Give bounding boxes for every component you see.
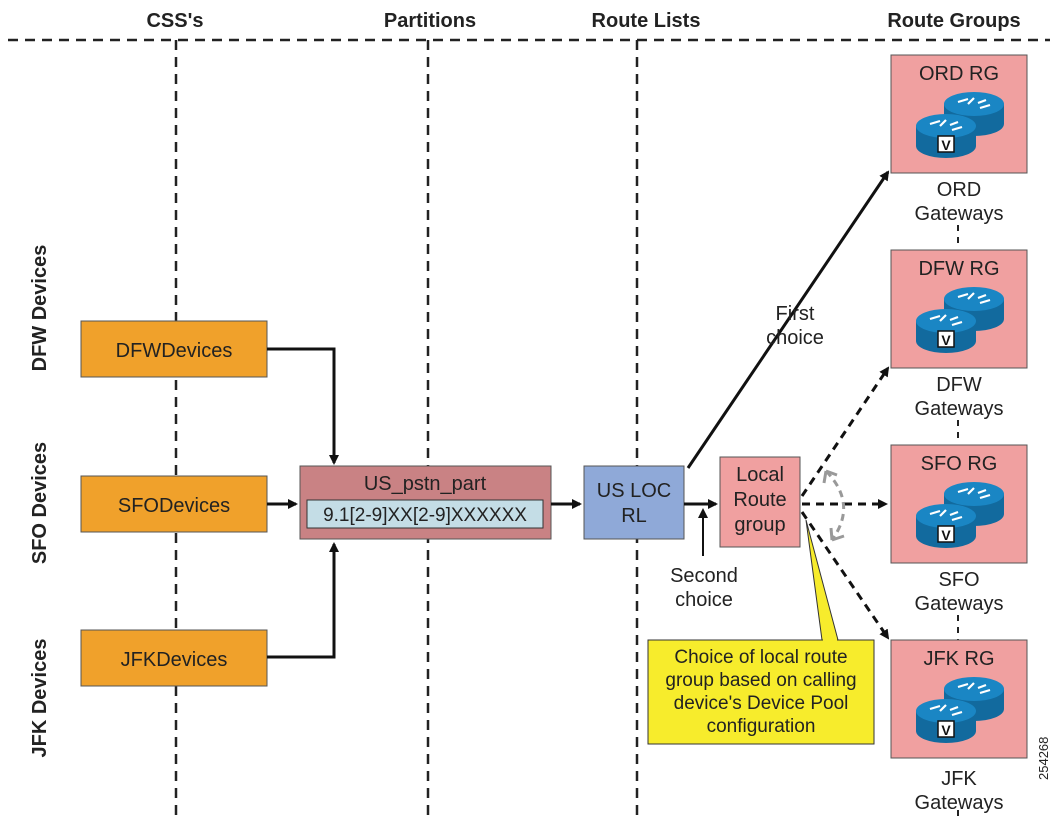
css-box-dfw: DFWDevices bbox=[80, 320, 268, 378]
css-box-dfw-label: DFWDevices bbox=[116, 340, 233, 362]
css-box-sfo: SFODevices bbox=[80, 475, 268, 533]
router-badge: V bbox=[941, 332, 951, 348]
second-choice-label-line1: Second bbox=[670, 565, 738, 587]
route-group-ord: ORD RG V ORD Gateways bbox=[890, 54, 1028, 225]
router-badge: V bbox=[941, 722, 951, 738]
local-rg-line1: Local bbox=[736, 464, 784, 486]
callout-line3: device's Device Pool bbox=[674, 693, 849, 714]
local-route-group-box: Local Route group bbox=[719, 456, 801, 548]
sfo-gateways-line2: Gateways bbox=[915, 593, 1004, 615]
figure-id: 254268 bbox=[1036, 737, 1051, 780]
local-rg-line3: group bbox=[734, 514, 785, 536]
callout-line2: group based on calling bbox=[665, 670, 856, 691]
selection-curve-head-top bbox=[822, 469, 838, 484]
router-icon: V bbox=[914, 285, 1006, 355]
route-list-box: US LOC RL bbox=[583, 465, 685, 540]
selection-curve bbox=[824, 469, 846, 541]
route-group-dfw: DFW RG V DFW Gateways bbox=[890, 249, 1028, 420]
css-box-jfk-label: JFKDevices bbox=[121, 649, 228, 671]
dfw-gateways-line1: DFW bbox=[936, 374, 982, 396]
pattern-box bbox=[306, 499, 544, 529]
ord-gateways-line1: ORD bbox=[937, 179, 981, 201]
route-group-ord-title: ORD RG bbox=[919, 63, 999, 85]
callout-line1: Choice of local route bbox=[674, 647, 847, 668]
sfo-gateways-line1: SFO bbox=[938, 569, 979, 591]
router-badge: V bbox=[941, 137, 951, 153]
partition-box: US_pstn_part 9.1[2-9]XX[2-9]XXXXXX bbox=[299, 465, 552, 540]
arrow-first-choice-ord bbox=[686, 170, 890, 469]
css-box-sfo-label: SFODevices bbox=[118, 495, 230, 517]
router-icon: V bbox=[914, 480, 1006, 550]
column-header-partitions: Partitions bbox=[384, 10, 476, 32]
route-pattern: 9.1[2-9]XX[2-9]XXXXXX bbox=[323, 505, 527, 526]
callout-line4: configuration bbox=[707, 716, 816, 737]
second-choice-label-line2: choice bbox=[675, 589, 733, 611]
router-icon: V bbox=[914, 675, 1006, 745]
arrow-jfk-to-partition bbox=[267, 542, 339, 659]
row-label-dfw: DFW Devices bbox=[29, 245, 51, 372]
router-badge: V bbox=[941, 527, 951, 543]
arrow-dfw-to-partition bbox=[267, 347, 339, 465]
column-header-css: CSS's bbox=[146, 10, 203, 32]
route-list-line1: US LOC bbox=[597, 480, 671, 502]
route-group-sfo-title: SFO RG bbox=[921, 453, 998, 475]
row-label-sfo: SFO Devices bbox=[29, 442, 51, 564]
first-choice-label-line2: choice bbox=[766, 327, 824, 349]
column-header-route-lists: Route Lists bbox=[592, 10, 701, 32]
local-rg-line2: Route bbox=[733, 489, 786, 511]
route-group-dfw-title: DFW RG bbox=[918, 258, 999, 280]
arrow-local-to-jfk bbox=[800, 511, 890, 640]
route-group-jfk-title: JFK RG bbox=[923, 648, 994, 670]
row-label-jfk: JFK Devices bbox=[29, 639, 51, 758]
ord-gateways-line2: Gateways bbox=[915, 203, 1004, 225]
jfk-gateways-line1: JFK bbox=[941, 768, 977, 790]
first-choice-label-line1: First bbox=[776, 303, 815, 325]
route-group-sfo: SFO RG V SFO Gateways bbox=[890, 444, 1028, 615]
selection-curve-head-bottom bbox=[829, 527, 845, 542]
jfk-gateways-line2: Gateways bbox=[915, 792, 1004, 814]
column-header-route-groups: Route Groups bbox=[887, 10, 1020, 32]
dfw-gateways-line2: Gateways bbox=[915, 398, 1004, 420]
callout: Choice of local route group based on cal… bbox=[647, 519, 875, 745]
route-group-jfk: JFK RG V JFK Gateways bbox=[890, 639, 1028, 814]
css-box-jfk: JFKDevices bbox=[80, 629, 268, 687]
router-icon: V bbox=[914, 90, 1006, 160]
partition-name: US_pstn_part bbox=[364, 473, 487, 495]
arrow-local-to-dfw bbox=[800, 366, 890, 497]
route-list-line2: RL bbox=[621, 505, 647, 527]
